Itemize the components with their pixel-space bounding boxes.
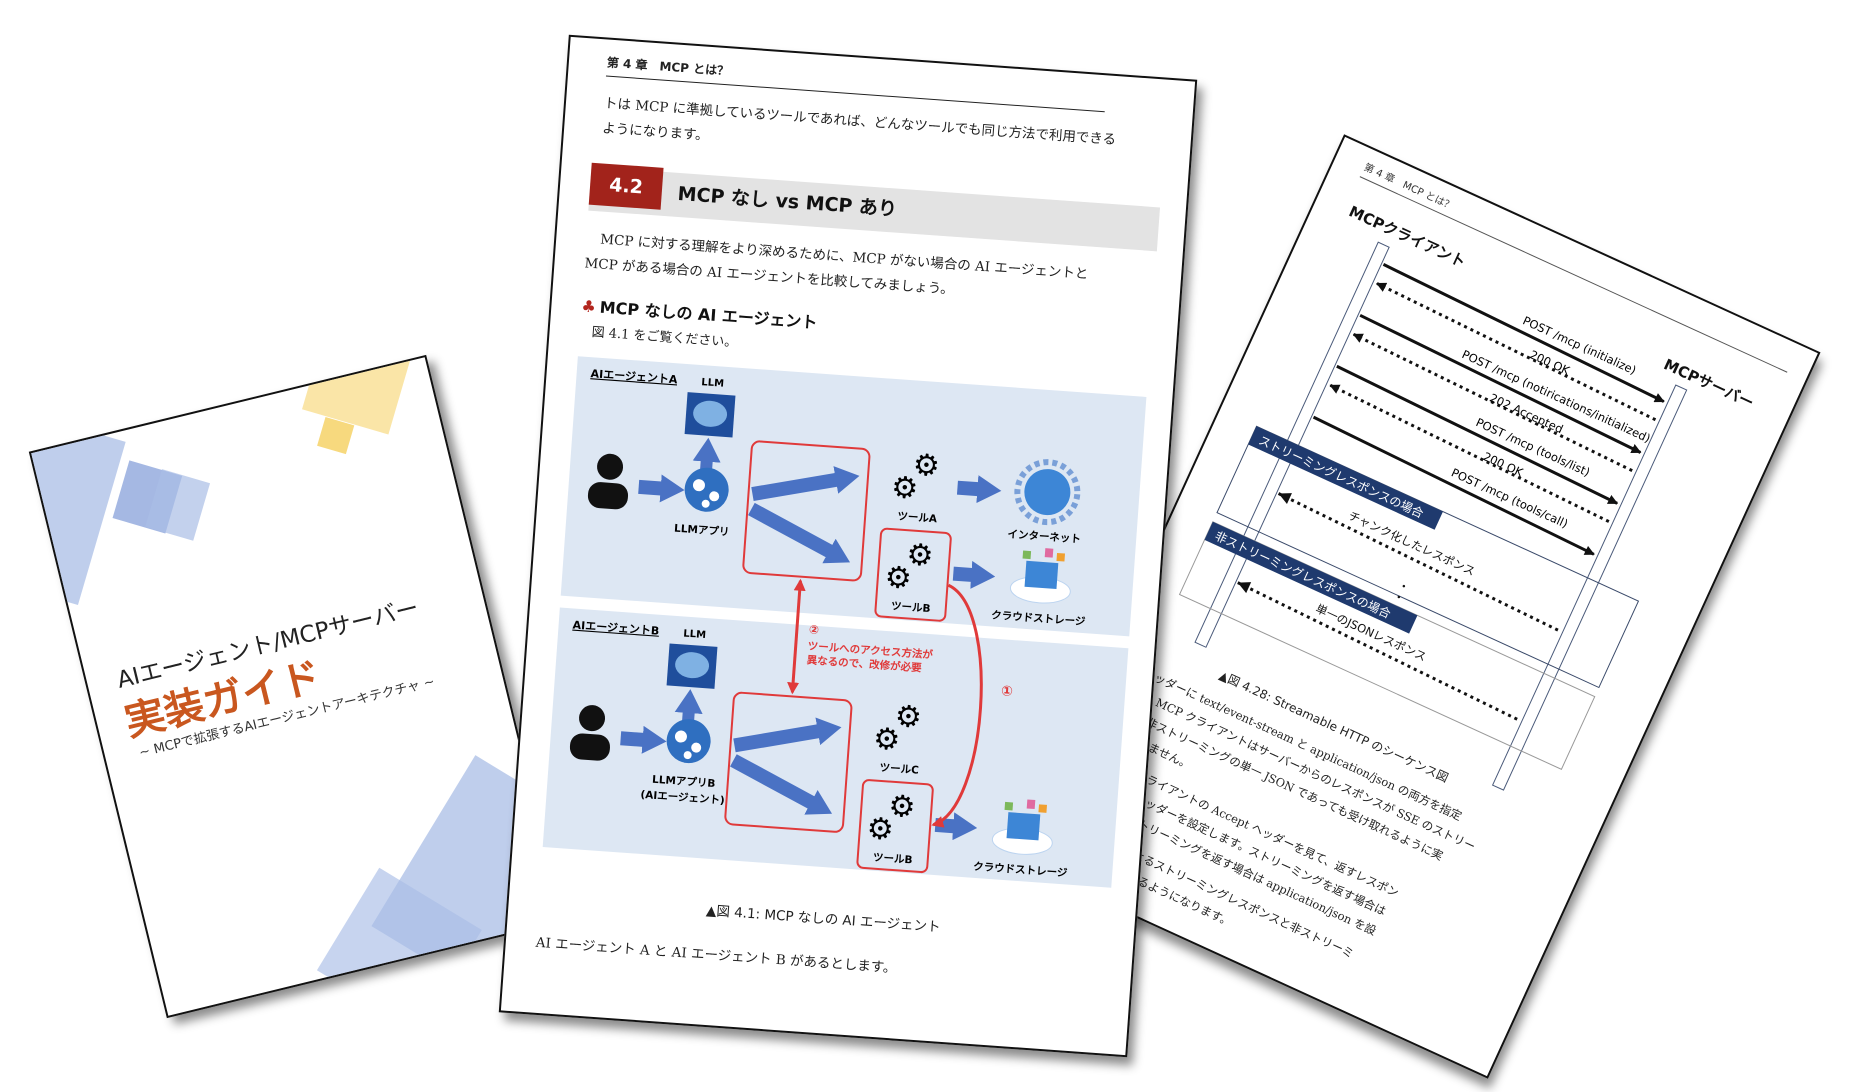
person-icon xyxy=(587,453,629,510)
arrow-icon xyxy=(620,725,667,754)
chunk-response-arrow xyxy=(1277,492,1562,633)
request-arrow xyxy=(1312,415,1595,556)
running-header: 第 4 章 MCP とは？ xyxy=(1362,160,1456,212)
llm-app-label: LLMアプリ xyxy=(674,522,730,539)
cloud-storage-icon xyxy=(1009,548,1071,604)
person-icon xyxy=(569,705,611,761)
agent-b-panel: AIエージェントB LLM LLMアプリB (AIエージェント) ⚙ ⚙ ツール… xyxy=(542,607,1129,888)
decor-shape xyxy=(302,354,414,435)
arrow-icon xyxy=(733,717,842,753)
gear-icon: ⚙ xyxy=(905,537,934,574)
internet-label: インターネット xyxy=(1007,528,1081,545)
gear-icon: ⚙ xyxy=(912,447,941,484)
highlight-box xyxy=(856,779,934,874)
gear-icon: ⚙ xyxy=(884,560,913,597)
request-arrow xyxy=(1359,313,1642,454)
response-arrow xyxy=(1352,332,1633,473)
arrow-icon xyxy=(952,560,996,589)
sequence-diagram-page: 第 4 章 MCP とは？ MCPクライアント MCPサーバー POST /mc… xyxy=(1011,134,1821,1079)
sequence-diagram: 第 4 章 MCP とは？ MCPクライアント MCPサーバー POST /mc… xyxy=(1178,160,1788,791)
gear-icon: ⚙ xyxy=(866,811,895,848)
llm-app-label: LLMアプリB xyxy=(652,773,716,790)
nonstreaming-frame xyxy=(1178,521,1596,770)
highlight-box xyxy=(742,440,871,582)
tool-c-label: ツールC xyxy=(879,762,919,777)
arrow-icon xyxy=(934,812,978,841)
book-cover: AIエージェント/MCPサーバー 実装ガイド ~ MCPで拡張するAIエージェン… xyxy=(28,354,565,1019)
arrow-icon xyxy=(638,474,685,503)
figure-diagram: AIエージェントA LLM LLMアプリ ⚙ ⚙ ツールA ⚙ ⚙ ツールB イ… xyxy=(542,356,1147,888)
llm-app-icon xyxy=(684,467,729,512)
marker-2: ② xyxy=(808,622,819,637)
tool-b-label: ツールB xyxy=(873,852,913,867)
tool-a-label: ツールA xyxy=(897,510,938,525)
nonstreaming-frame-label-bg xyxy=(1204,521,1418,634)
reuse-arrow xyxy=(931,583,983,828)
arrowhead-icon xyxy=(1278,493,1292,504)
brain-icon xyxy=(684,392,736,438)
agent-b-label: AIエージェントB xyxy=(572,619,659,638)
gear-icon: ⚙ xyxy=(890,470,919,507)
agent-a-panel: AIエージェントA LLM LLMアプリ ⚙ ⚙ ツールA ⚙ ⚙ ツールB イ… xyxy=(560,356,1147,637)
response-arrow xyxy=(1376,282,1657,422)
arrow-icon xyxy=(748,502,851,564)
decor-shape xyxy=(28,408,126,606)
gear-icon: ⚙ xyxy=(894,699,923,736)
llm-app-icon xyxy=(666,719,711,764)
json-response-arrow xyxy=(1237,581,1521,722)
gear-icon: ⚙ xyxy=(872,721,901,758)
arrow-icon xyxy=(956,475,1002,504)
message-label: POST /mcp (tools/list) xyxy=(1474,415,1592,479)
llm-label: LLM xyxy=(701,377,724,390)
header-rule xyxy=(1359,176,1788,373)
server-lifeline xyxy=(1491,384,1688,791)
arrow-icon xyxy=(674,689,703,722)
chapter-page: 第 4 章 MCP とは？ トは MCP に準拠しているツールであれば、どんなツ… xyxy=(498,34,1198,1058)
request-arrow xyxy=(1382,263,1665,403)
gear-icon: ⚙ xyxy=(887,789,916,826)
highlight-box xyxy=(724,691,853,833)
cloud-storage-icon xyxy=(991,799,1053,855)
arrow-icon xyxy=(751,466,860,501)
internet-globe-icon xyxy=(1014,459,1081,526)
streaming-frame xyxy=(1216,425,1640,689)
modification-arrow xyxy=(787,578,806,695)
response-arrow xyxy=(1329,383,1610,523)
arrow-icon xyxy=(692,437,721,471)
highlight-box xyxy=(874,527,952,622)
tool-b-label: ツールB xyxy=(891,600,931,615)
arrowhead-icon xyxy=(1237,582,1252,594)
request-arrow xyxy=(1336,364,1619,505)
message-label: POST /mcp (initialize) xyxy=(1521,313,1639,377)
marker-1: ① xyxy=(1000,683,1013,700)
agent-a-label: AIエージェントA xyxy=(590,367,678,386)
llm-label: LLM xyxy=(683,628,706,641)
brain-icon xyxy=(666,643,718,689)
streaming-frame-label-bg xyxy=(1248,426,1443,530)
arrow-icon xyxy=(730,754,833,815)
